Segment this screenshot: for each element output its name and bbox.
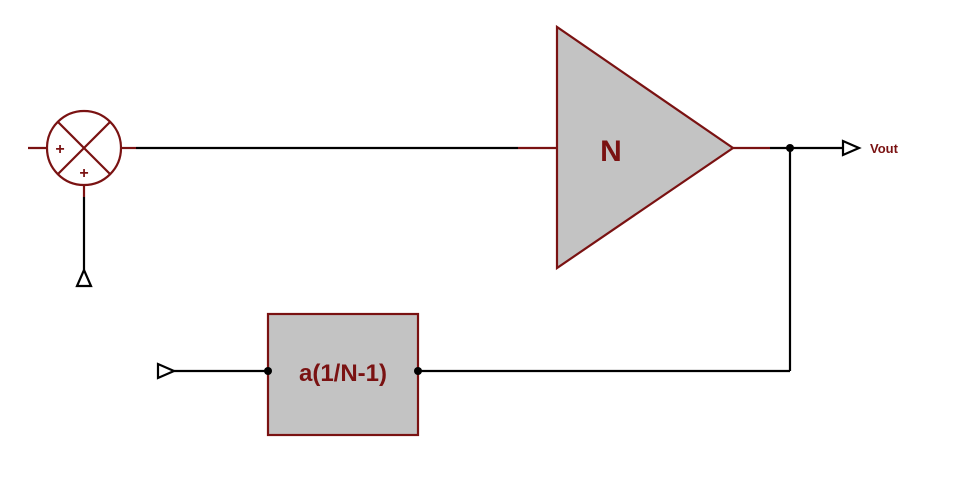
output-port-arrow bbox=[841, 139, 862, 157]
feedback-block[interactable]: a(1/N-1) bbox=[264, 312, 422, 437]
summing-junction[interactable]: + + bbox=[28, 109, 136, 197]
summer-cross-b bbox=[57, 121, 111, 175]
feedback-block-rect bbox=[266, 312, 420, 437]
feedback-input-port-arrow[interactable] bbox=[156, 362, 177, 380]
summer-sign-top: + bbox=[55, 141, 64, 158]
feedback-block-label: a(1/N-1) bbox=[299, 360, 387, 387]
output-port-label: Vout bbox=[870, 141, 899, 156]
summer-sign-bottom: + bbox=[79, 165, 88, 182]
amplifier[interactable]: N bbox=[555, 24, 735, 271]
amplifier-triangle bbox=[555, 24, 735, 271]
output-port[interactable]: Vout bbox=[841, 139, 899, 157]
feedback-block-output-dot bbox=[414, 367, 422, 375]
amplifier-label: N bbox=[600, 135, 622, 168]
summer-input-port-arrow[interactable] bbox=[75, 267, 93, 288]
